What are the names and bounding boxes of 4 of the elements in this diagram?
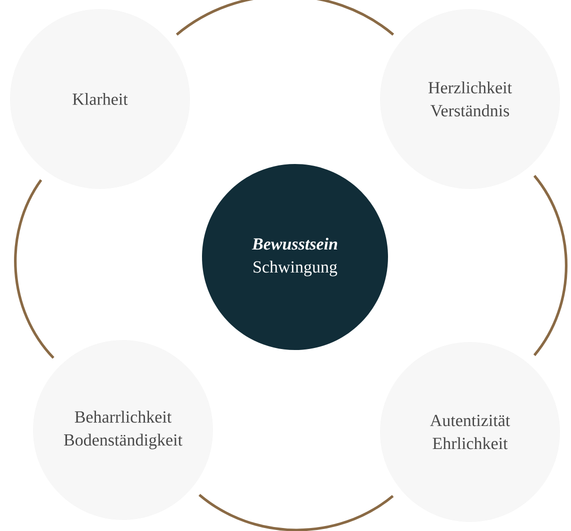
arc-connector [198, 494, 394, 531]
arc-connector [533, 174, 568, 356]
arc-connector [176, 0, 394, 36]
arc-connector [14, 179, 54, 359]
